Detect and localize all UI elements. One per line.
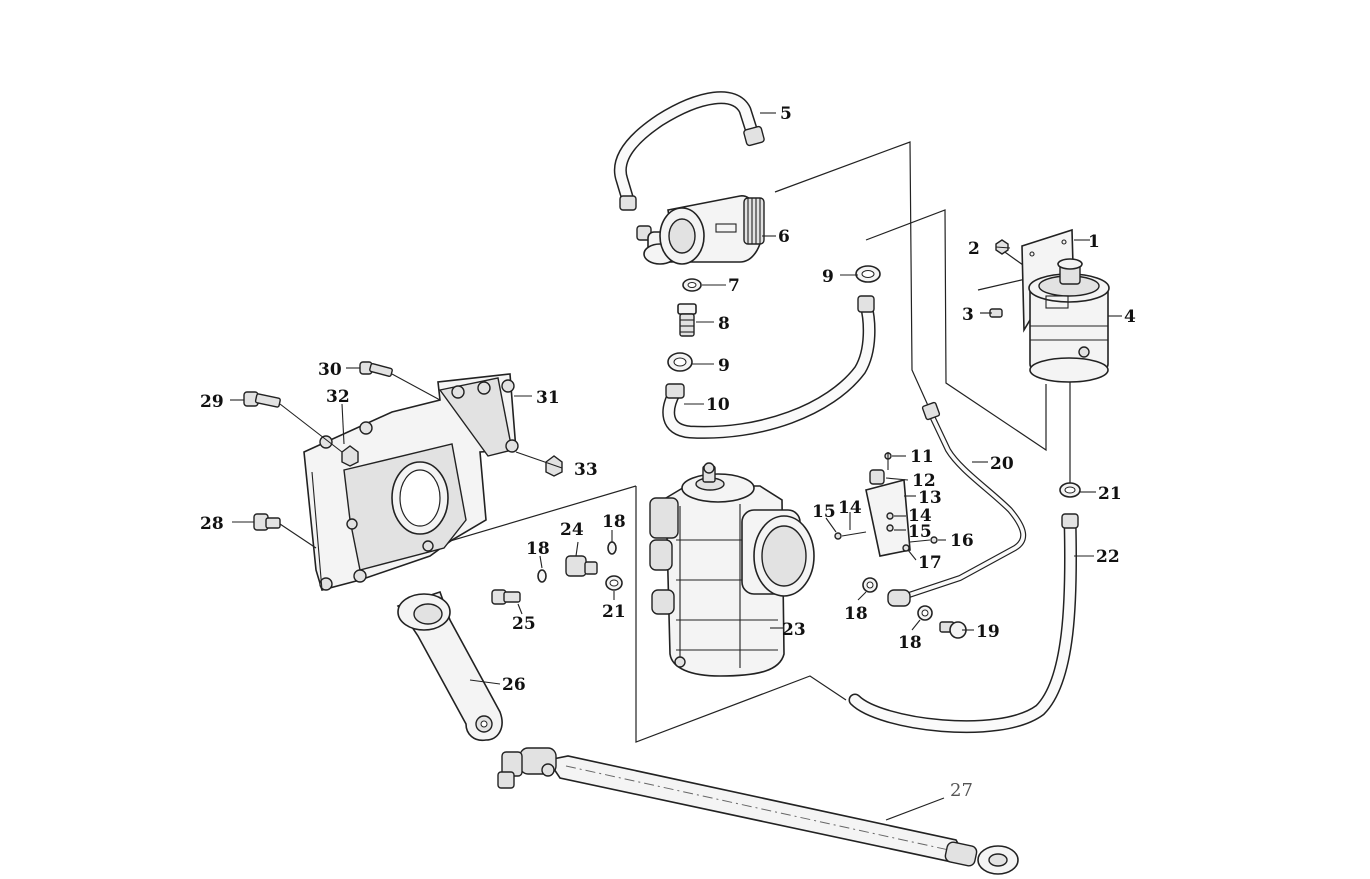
callout-1: 1	[1088, 232, 1100, 252]
part-20-pipe-fitting	[887, 589, 911, 607]
callout-10: 10	[706, 395, 730, 415]
callout-29: 30	[318, 360, 342, 380]
callout-labels: 1 2 3 4 5 6 7 8 9 9 10 11 12 13 14 14 15…	[200, 104, 1136, 801]
part-22-return-hose	[848, 513, 1079, 734]
callout-6: 6	[778, 227, 790, 247]
callout-26: 26	[502, 675, 526, 695]
callout-9-lower: 9	[718, 356, 730, 376]
callout-15-right: 15	[908, 522, 932, 542]
callout-18-d: 18	[898, 633, 922, 653]
callout-19: 19	[976, 622, 1000, 642]
callout-18-a: 18	[526, 539, 550, 559]
callout-20: 20	[990, 454, 1014, 474]
part-6-steering-pump	[643, 195, 765, 265]
callout-24: 24	[560, 520, 584, 540]
callout-23: 23	[782, 620, 806, 640]
callout-33: 27	[950, 780, 973, 801]
part-4-oil-reservoir	[1028, 258, 1110, 383]
part-23-steering-gear	[649, 462, 815, 677]
callout-9-upper: 9	[822, 267, 834, 287]
callout-5: 5	[780, 104, 792, 124]
part-32-nut	[545, 455, 563, 477]
callout-31: 32	[326, 387, 350, 407]
callout-4: 4	[1124, 307, 1136, 327]
callout-18-b: 18	[602, 512, 626, 532]
part-8-banjo-fitting	[677, 303, 697, 337]
callout-17: 17	[918, 553, 942, 573]
callout-15-left: 15	[812, 502, 836, 522]
callout-25: 25	[512, 614, 536, 634]
part-30-steering-gear-bracket	[303, 373, 519, 591]
callout-13: 13	[918, 488, 942, 508]
part-21-hose-clamp	[1059, 482, 1081, 498]
callout-22: 22	[1096, 547, 1120, 567]
callout-16: 16	[950, 531, 974, 551]
callout-3: 3	[962, 305, 974, 325]
callout-7: 7	[728, 276, 740, 296]
callout-leaders	[230, 112, 1122, 821]
part-25-banjo-bolt	[491, 589, 521, 605]
callout-32: 33	[574, 460, 598, 480]
part-24-union-fitting	[565, 555, 598, 577]
assembly-leaders-bracket	[279, 373, 563, 549]
callout-21-left: 21	[602, 602, 626, 622]
callout-21-right: 21	[1098, 484, 1122, 504]
callout-18-c: 18	[844, 604, 868, 624]
part-31-nut	[341, 445, 359, 467]
part-28-bolt	[243, 391, 281, 408]
part-27-bolt	[253, 513, 281, 531]
part-13-pipe-bracket	[834, 452, 938, 557]
part-9-hose-clamp	[667, 352, 693, 372]
part-21-hose-clamp-left	[605, 575, 623, 591]
callout-28: 29	[200, 392, 224, 412]
callout-12: 12	[912, 471, 936, 491]
callout-14-right: 14	[908, 506, 932, 526]
part-7-o-ring	[682, 278, 702, 292]
callout-27: 28	[200, 514, 224, 534]
part-10-return-hose	[662, 265, 881, 439]
callout-11: 11	[910, 447, 934, 467]
part-20-pressure-pipe	[897, 401, 1027, 601]
part-18-seal-washer-right	[862, 577, 933, 621]
callout-14-left: 14	[838, 498, 862, 518]
part-33-drag-link	[497, 747, 1019, 875]
part-29-bolt	[359, 361, 393, 377]
callout-2: 2	[968, 239, 980, 259]
part-18-seal-washer-left	[537, 541, 617, 583]
part-26-pitman-arm	[396, 590, 503, 742]
callout-8: 8	[718, 314, 730, 334]
part-5-suction-hose	[613, 91, 765, 241]
callout-30: 31	[536, 388, 560, 408]
